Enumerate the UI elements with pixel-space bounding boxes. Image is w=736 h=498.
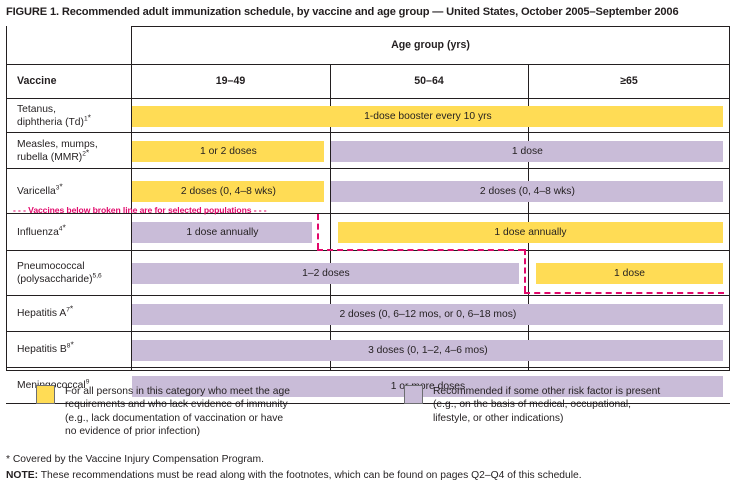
broken-line-note-text: Vaccines below broken line are for selec…: [28, 205, 252, 216]
broken-line-dash-right: - - -: [251, 205, 267, 216]
vaccine-name-cell: Hepatitis B8*: [6, 332, 131, 367]
vcp-star: *: [62, 222, 66, 233]
broken-line-segment: [524, 292, 724, 295]
footnote-ref: 7: [66, 306, 70, 314]
vcp-star: *: [85, 147, 90, 158]
schedule-bar-purple: 3 doses (0, 1–2, 4–6 mos): [132, 339, 724, 361]
footnote-ref: 9: [85, 378, 90, 386]
table-row: Hepatitis B8* 3 doses (0, 1–2, 4–6 mos): [6, 332, 730, 369]
header-bottom-rule: [6, 98, 730, 100]
vcp-star: *: [59, 181, 63, 192]
legend: For all persons in this category who mee…: [6, 380, 730, 444]
legend-text-purple: Recommended if some other risk factor is…: [433, 385, 660, 425]
header-age-group: Age group (yrs): [391, 39, 470, 51]
schedule-bar-purple: 1–2 doses: [132, 263, 520, 285]
vaccine-name-line: Measles, mumps,: [17, 138, 98, 150]
footnote-star: * Covered by the Vaccine Injury Compensa…: [6, 454, 264, 465]
vaccine-name-line: Hepatitis A7*: [17, 303, 74, 320]
schedule-bar-purple: 2 doses (0, 4–8 wks): [331, 181, 724, 203]
footnote-ref: 1: [83, 115, 88, 123]
broken-line-segment: [317, 214, 319, 250]
vcp-star: *: [87, 112, 91, 123]
broken-line-dash-left: - - -: [13, 205, 29, 216]
header-top-rule: [131, 26, 730, 28]
broken-line-note: - - - Vaccines below broken line are for…: [13, 205, 267, 215]
header-mid-rule: [6, 64, 730, 66]
vcp-star: *: [69, 303, 74, 314]
header-vaccine: Vaccine: [17, 75, 57, 87]
schedule-bar-purple: 2 doses (0, 6–12 mos, or 0, 6–18 mos): [132, 303, 724, 325]
page-title: FIGURE 1. Recommended adult immunization…: [6, 6, 679, 18]
column-divider-2: [330, 64, 332, 371]
vaccine-name-line: Tetanus,: [17, 103, 56, 115]
table-row: Influenza4* 1 dose annually 1 dose annuall…: [6, 214, 730, 252]
legend-line: (e.g., on the basis of medical, occupati…: [433, 399, 632, 411]
vaccine-name-cell: Tetanus,diphtheria (Td)1*: [6, 99, 131, 132]
table-row: Hepatitis A7* 2 doses (0, 6–12 mos, or 0,…: [6, 296, 730, 333]
vaccine-name-cell: Hepatitis A7*: [6, 296, 131, 331]
schedule-bar-purple: 1 dose: [331, 140, 724, 162]
legend-swatch-purple-icon: [404, 385, 423, 404]
footnotes: * Covered by the Vaccine Injury Compensa…: [6, 452, 732, 484]
vaccine-name-line: rubella (MMR)2*: [17, 147, 90, 163]
vaccine-name-line: Influenza4*: [17, 222, 66, 238]
vaccine-name-line: Hepatitis B8*: [17, 339, 74, 356]
column-divider-1: [131, 26, 133, 371]
legend-line: no evidence of prior infection): [65, 426, 201, 438]
legend-line: For all persons in this category who mee…: [65, 386, 290, 397]
footnote-note: NOTE: These recommendations must be read…: [6, 468, 732, 484]
legend-item-purple: Recommended if some other risk factor is…: [404, 385, 660, 425]
footnote-ref: 5,6: [92, 272, 102, 280]
schedule-bar-yellow: 2 doses (0, 4–8 wks): [132, 181, 325, 203]
vaccine-name-cell: Varicella3*: [6, 169, 131, 213]
schedule-bar-yellow: 1-dose booster every 10 yrs: [132, 105, 724, 127]
legend-swatch-yellow-icon: [36, 385, 55, 404]
vaccine-name-cell: Measles, mumps,rubella (MMR)2*: [6, 133, 131, 168]
vaccine-name-cell: Influenza4*: [6, 214, 131, 250]
schedule-bar-yellow: 1 dose annually: [338, 222, 723, 244]
table-row: Tetanus,diphtheria (Td)1*1-dose booster …: [6, 99, 730, 134]
header-col-19-49: 19–49: [215, 75, 246, 87]
legend-line: lifestyle, or other indications): [433, 412, 564, 424]
vaccine-name-line: diphtheria (Td)1*: [17, 112, 91, 128]
schedule-bar-purple: 1 or more doses: [132, 375, 724, 397]
schedule-bar-yellow: 1 dose: [536, 263, 723, 285]
footnote-ref: 4: [58, 225, 63, 233]
vaccine-name-line: Pneumococcal: [17, 261, 85, 273]
footnote-ref: 2: [82, 150, 86, 158]
legend-text-yellow: For all persons in this category who mee…: [65, 385, 290, 439]
vaccine-name-line: (polysaccharide)5,6: [17, 272, 102, 286]
vcp-star: *: [70, 339, 74, 350]
table-border: [6, 26, 730, 371]
header-col-65plus: ≥65: [620, 75, 638, 87]
vaccine-name-line: Varicella3*: [17, 181, 63, 197]
legend-item-yellow: For all persons in this category who mee…: [36, 385, 290, 439]
header-col-50-64: 50–64: [414, 75, 444, 87]
legend-line: (e.g., lack documentation of vaccination…: [65, 412, 284, 424]
footnote-ref: 8: [66, 342, 71, 350]
footnote-note-label: NOTE:: [6, 470, 39, 481]
schedule-table: Age group (yrs) Vaccine 19–49 50–64 ≥65 …: [6, 26, 730, 405]
legend-line: requirements and who lack evidence of im…: [65, 399, 288, 411]
legend-line: Recommended if some other risk factor is…: [433, 386, 661, 397]
schedule-bar-yellow: 1 or 2 doses: [132, 140, 325, 162]
column-divider-3: [528, 64, 530, 371]
table-row: Measles, mumps,rubella (MMR)2*1 or 2 dos…: [6, 133, 730, 170]
broken-line-segment: [317, 249, 524, 252]
vaccine-name-cell: Pneumococcal(polysaccharide)5,6: [6, 251, 131, 295]
broken-line-segment: [524, 249, 526, 293]
footnote-ref: 3: [55, 184, 60, 192]
footnote-note-text: These recommendations must be read along…: [38, 470, 582, 481]
schedule-bar-purple: 1 dose annually: [132, 222, 313, 244]
table-row: Varicella3* 2 doses (0, 4–8 wks) 2 doses (…: [6, 169, 730, 215]
